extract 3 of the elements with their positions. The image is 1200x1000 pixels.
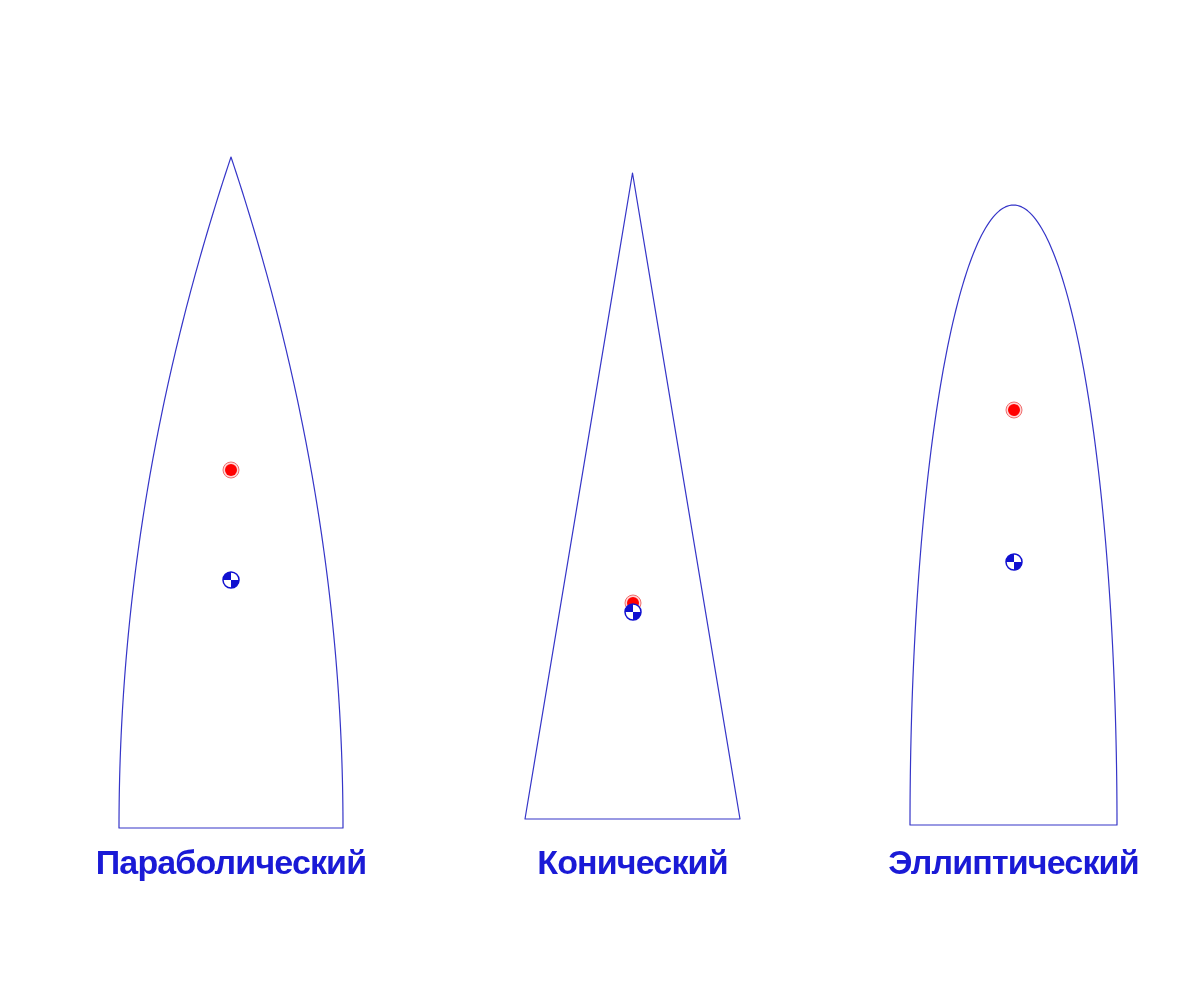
shape-label: Конический — [537, 842, 728, 882]
shape-label: Эллиптический — [888, 842, 1139, 882]
shape-label: Параболический — [95, 842, 367, 882]
